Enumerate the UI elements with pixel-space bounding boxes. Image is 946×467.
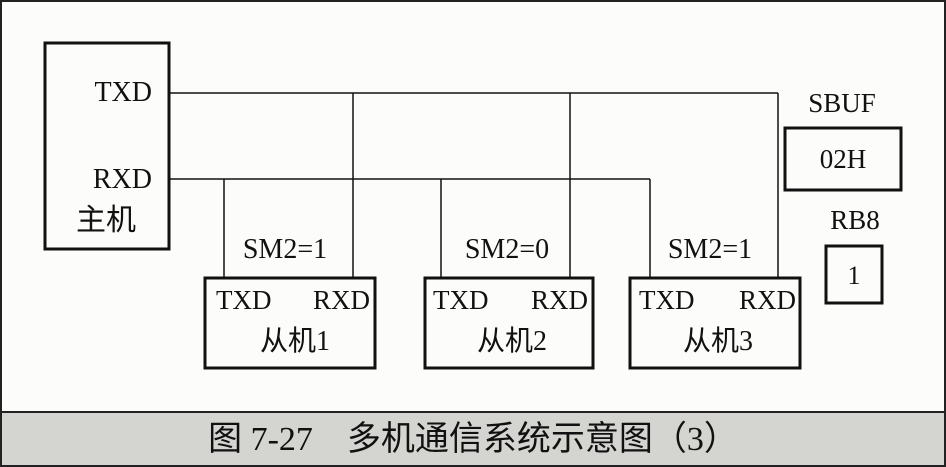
host-rxd-label: RXD [93,164,152,195]
rxd-bus [169,178,651,278]
slave-3-sm2: SM2=1 [668,234,752,265]
sbuf-value: 02H [820,144,867,174]
slave-3-box [628,276,802,370]
host-txd-label: TXD [94,77,152,108]
slave-3: SM2=1 TXD RXD 从机3 [628,234,802,370]
slave-3-txd: TXD [639,285,695,315]
slave-2-box [423,276,595,370]
host-name-label: 主机 [76,204,136,237]
sbuf-register: SBUF 02H [783,88,903,192]
slave-2-name: 从机2 [477,325,547,357]
slave-3-name: 从机3 [683,325,753,357]
slave-1-sm2: SM2=1 [243,234,327,265]
slave-1-rxd: RXD [313,285,370,315]
slave-1-box [203,276,377,370]
rb8-value: 1 [848,261,861,290]
slave-1-name: 从机1 [260,325,330,357]
slave-2-sm2: SM2=0 [465,234,549,265]
sbuf-box [783,126,903,192]
sbuf-label: SBUF [808,88,876,118]
slave-2-rxd: RXD [531,285,588,315]
slave-2-txd: TXD [433,285,489,315]
rb8-bit: RB8 1 [824,205,884,305]
rb8-box [824,244,884,305]
slave-3-rxd: RXD [739,285,796,315]
figure-caption: 图 7-27 多机通信系统示意图（3） [208,420,738,458]
host-box [43,41,171,251]
slave-2: SM2=0 TXD RXD 从机2 [423,234,595,370]
txd-bus [169,92,779,278]
caption-band [2,412,944,465]
slave-1: SM2=1 TXD RXD 从机1 [203,234,377,370]
rb8-label: RB8 [830,205,880,235]
slave-1-txd: TXD [216,285,272,315]
